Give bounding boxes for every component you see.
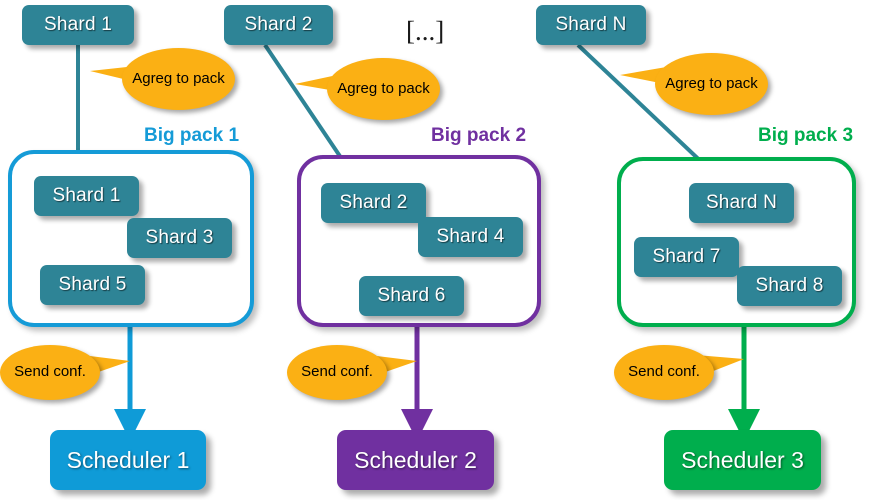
pack-3-shard-3-label: Shard 8	[755, 275, 824, 296]
agreg-callout-1-label: Agreg to pack	[132, 69, 225, 87]
pack-2-shard-2-label: Shard 4	[436, 226, 505, 247]
pack-2-shard-1[interactable]: Shard 2	[321, 183, 426, 223]
agreg-callout-2-label: Agreg to pack	[337, 79, 430, 97]
scheduler-1-label: Scheduler 1	[66, 446, 190, 473]
scheduler-1[interactable]: Scheduler 1	[50, 430, 206, 490]
big-pack-2[interactable]: Shard 2 Shard 4 Shard 6	[297, 155, 541, 327]
pack-3-shard-2[interactable]: Shard 7	[634, 237, 739, 277]
scheduler-2-label: Scheduler 2	[354, 446, 477, 473]
agreg-callout-3[interactable]: Agreg to pack	[620, 53, 768, 115]
send-callout-3-bubble: Send conf.	[614, 345, 714, 400]
scheduler-2[interactable]: Scheduler 2	[337, 430, 494, 490]
pack-2-shard-3-label: Shard 6	[377, 285, 446, 306]
source-shard-n[interactable]: Shard N	[536, 5, 646, 45]
source-shard-2-label: Shard 2	[244, 14, 313, 35]
send-callout-1[interactable]: Send conf.	[0, 345, 130, 400]
agreg-callout-1-bubble: Agreg to pack	[122, 48, 235, 110]
pack-2-shard-3[interactable]: Shard 6	[359, 276, 464, 316]
send-callout-2[interactable]: Send conf.	[287, 345, 417, 400]
agreg-callout-2-bubble: Agreg to pack	[327, 58, 440, 120]
pack-2-shard-2[interactable]: Shard 4	[418, 217, 523, 257]
pack-1-shard-3-label: Shard 5	[58, 274, 127, 295]
send-callout-3[interactable]: Send conf.	[614, 345, 744, 400]
pack-3-shard-1[interactable]: Shard N	[689, 183, 794, 223]
pack-1-shard-2-label: Shard 3	[145, 227, 214, 248]
source-shard-2[interactable]: Shard 2	[224, 5, 333, 45]
send-callout-1-bubble: Send conf.	[0, 345, 100, 400]
pack-3-shard-1-label: Shard N	[705, 192, 778, 213]
source-shard-n-label: Shard N	[555, 14, 627, 35]
pack-1-shard-3[interactable]: Shard 5	[40, 265, 145, 305]
source-shard-1-label: Shard 1	[44, 14, 112, 35]
pack-2-title: Big pack 2	[431, 125, 527, 146]
pack-3-title: Big pack 3	[758, 125, 854, 146]
send-callout-2-label: Send conf.	[301, 363, 373, 381]
scheduler-3-label: Scheduler 3	[681, 446, 804, 473]
source-shard-1[interactable]: Shard 1	[22, 5, 134, 45]
pack-2-shard-1-label: Shard 2	[339, 192, 408, 213]
agreg-callout-2[interactable]: Agreg to pack	[295, 58, 440, 120]
scheduler-3[interactable]: Scheduler 3	[664, 430, 821, 490]
agreg-callout-1[interactable]: Agreg to pack	[90, 48, 235, 110]
pack-1-shard-1[interactable]: Shard 1	[34, 176, 139, 216]
ellipsis-marker: [...]	[406, 16, 445, 46]
send-callout-2-bubble: Send conf.	[287, 345, 387, 400]
pack-1-shard-1-label: Shard 1	[52, 185, 121, 206]
agreg-callout-3-label: Agreg to pack	[665, 74, 758, 92]
agreg-callout-3-bubble: Agreg to pack	[655, 53, 768, 115]
send-callout-3-label: Send conf.	[628, 363, 700, 381]
pack-1-title: Big pack 1	[144, 125, 240, 146]
big-pack-3[interactable]: Shard N Shard 7 Shard 8	[617, 157, 856, 327]
send-callout-1-label: Send conf.	[14, 363, 86, 381]
pack-3-shard-3[interactable]: Shard 8	[737, 266, 842, 306]
pack-3-shard-2-label: Shard 7	[652, 246, 721, 267]
big-pack-1[interactable]: Shard 1 Shard 3 Shard 5	[8, 150, 254, 327]
pack-1-shard-2[interactable]: Shard 3	[127, 218, 232, 258]
